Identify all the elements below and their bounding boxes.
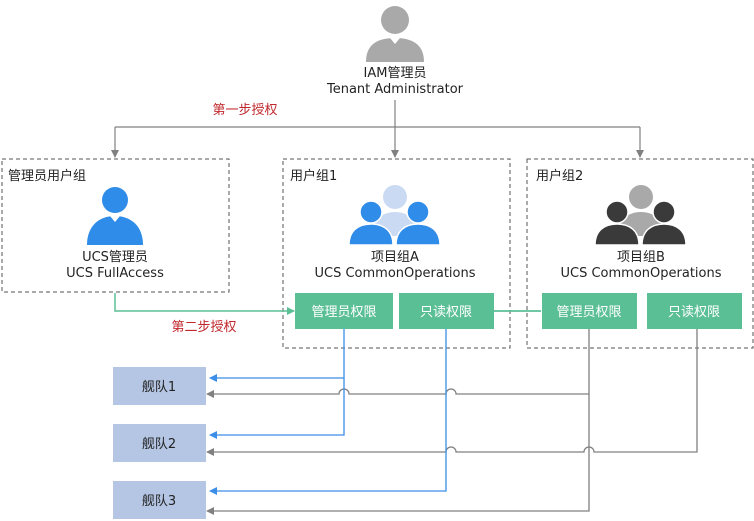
- ucs-admin-person-icon: [87, 187, 143, 245]
- ucs-admin-policy: UCS FullAccess: [66, 266, 164, 281]
- group-a-readonly-permission[interactable]: 只读权限: [399, 293, 494, 329]
- fleet-2[interactable]: 舰队2: [113, 424, 206, 462]
- project-group-a-policy: UCS CommonOperations: [315, 266, 476, 281]
- user-group1-title: 用户组1: [290, 168, 337, 184]
- iam-admin-person-icon: [366, 6, 424, 62]
- first-step-connectors: [111, 100, 644, 158]
- fleet-2-label: 舰队2: [142, 437, 176, 452]
- project-group-a-name: 项目组A: [371, 250, 419, 265]
- ucs-admin-name: UCS管理员: [82, 250, 148, 265]
- fleet-1[interactable]: 舰队1: [113, 367, 206, 405]
- step2-label: 第二步授权: [171, 319, 236, 335]
- group-a-fleet-connectors: [209, 329, 447, 495]
- project-group-a-people-icon: [348, 185, 441, 246]
- project-group-b-policy: UCS CommonOperations: [561, 266, 722, 281]
- user-group2-box: [526, 158, 754, 349]
- project-group-b-name: 项目组B: [617, 250, 665, 265]
- fleet-3[interactable]: 舰队3: [113, 481, 206, 519]
- step1-label: 第一步授权: [212, 102, 277, 118]
- user-group2-title: 用户组2: [536, 168, 583, 184]
- admin-user-group-title: 管理员用户组: [8, 168, 86, 184]
- fleet-1-label: 舰队1: [142, 380, 176, 395]
- fleet-3-label: 舰队3: [142, 494, 176, 509]
- project-group-b-people-icon: [594, 185, 687, 246]
- group-a-admin-permission-label: 管理员权限: [311, 304, 376, 320]
- group-b-readonly-permission[interactable]: 只读权限: [647, 293, 742, 329]
- iam-admin-subtitle: Tenant Administrator: [326, 82, 464, 97]
- iam-admin-title: IAM管理员: [364, 66, 427, 81]
- group-b-admin-permission[interactable]: 管理员权限: [542, 293, 637, 329]
- user-group1-box: [282, 158, 511, 349]
- group-b-readonly-permission-label: 只读权限: [668, 304, 720, 320]
- group-b-fleet-connectors: [206, 329, 698, 515]
- group-a-readonly-permission-label: 只读权限: [420, 304, 472, 320]
- group-a-admin-permission[interactable]: 管理员权限: [295, 293, 393, 329]
- group-b-admin-permission-label: 管理员权限: [556, 304, 621, 320]
- admin-user-group-box: [1, 158, 230, 293]
